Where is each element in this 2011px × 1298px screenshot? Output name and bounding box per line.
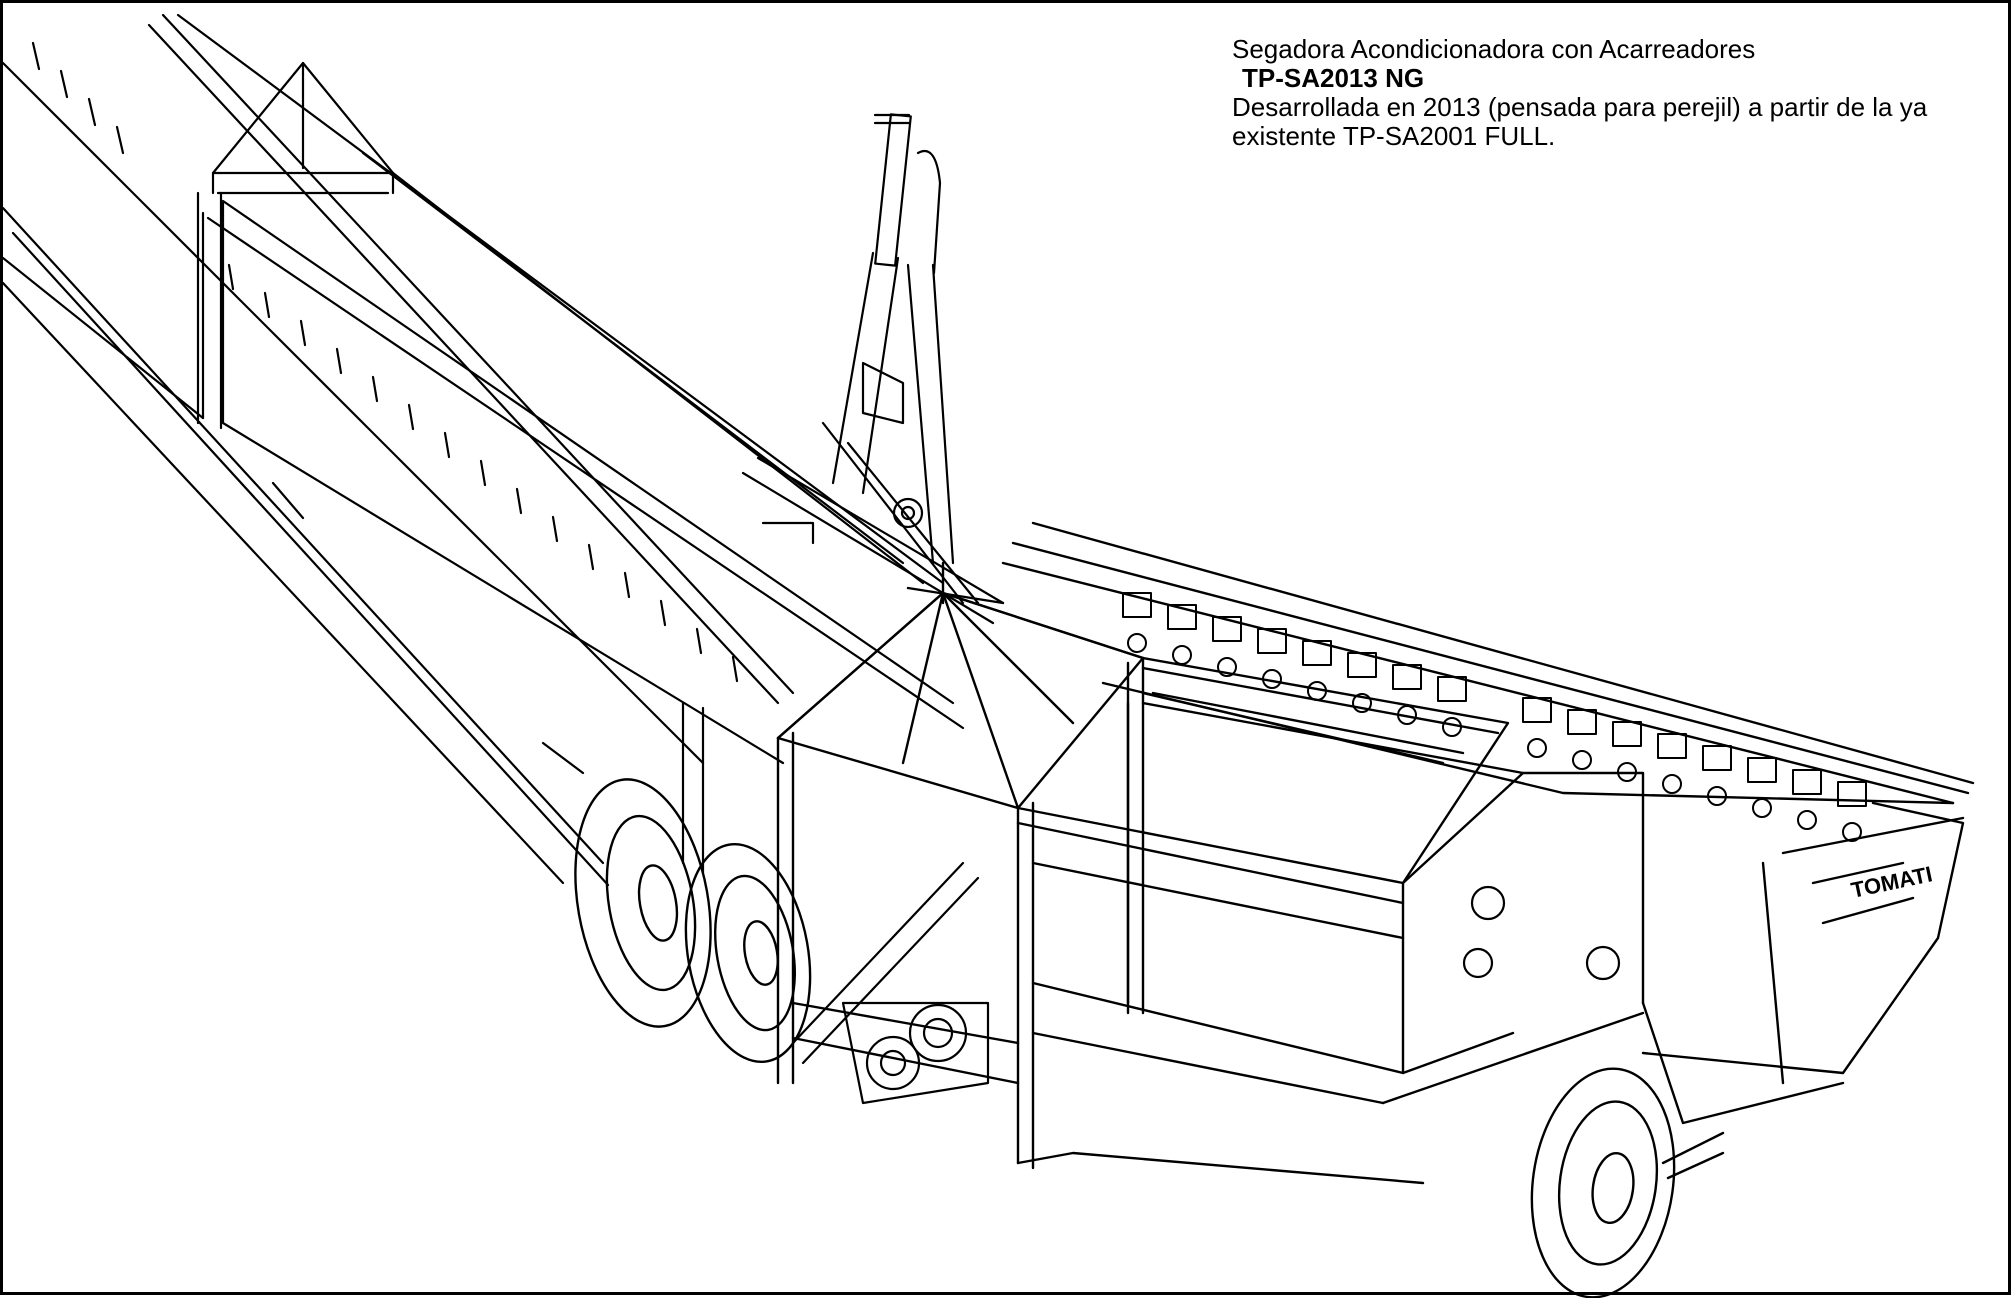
left-rear-wheel — [574, 778, 712, 1028]
conveyor-flights — [31, 41, 739, 683]
machine-line-drawing: TOMATI — [3, 13, 1975, 1298]
left-front-wheel — [684, 842, 812, 1064]
drive-gearbox — [791, 861, 1621, 1105]
right-wheel — [1530, 1067, 1725, 1298]
caption-model: TP-SA2013 NG — [1242, 63, 1425, 93]
brand-plate: TOMATI — [1849, 861, 1935, 903]
discharge-mast — [741, 113, 1005, 625]
cutting-header: TOMATI — [1001, 521, 1975, 1125]
caption-description-line-1: Desarrollada en 2013 (pensada para perej… — [1232, 92, 1928, 122]
caption-description-line-2: existente TP-SA2001 FULL. — [1232, 121, 1556, 151]
conveyor-boom — [3, 13, 965, 887]
drawing-caption: Segadora Acondicionadora con Acarreadore… — [1232, 35, 2002, 151]
main-chassis — [791, 656, 1955, 1185]
caption-title: Segadora Acondicionadora con Acarreadore… — [1232, 34, 1756, 64]
header-tines — [1122, 592, 1867, 842]
